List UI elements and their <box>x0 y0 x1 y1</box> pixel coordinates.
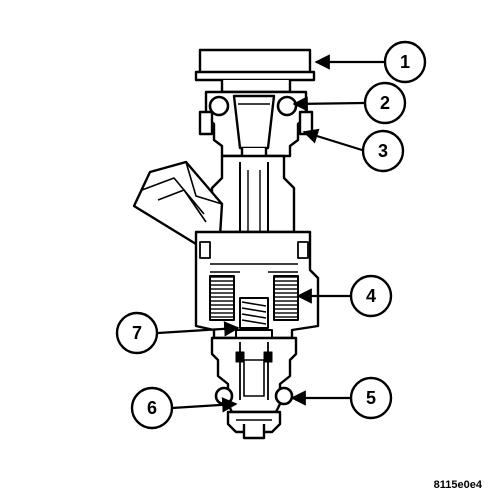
leader-7 <box>157 321 240 337</box>
injector-body <box>132 48 320 440</box>
armature-spring <box>235 297 273 343</box>
callout-2-label: 2 <box>380 93 390 113</box>
callout-6: 6 <box>130 386 174 430</box>
callout-7: 7 <box>115 311 159 355</box>
callout-1: 1 <box>383 40 427 84</box>
callout-3-label: 3 <box>378 141 388 161</box>
upper-o-ring <box>208 95 298 117</box>
callout-4: 4 <box>349 274 393 318</box>
callout-4-label: 4 <box>366 286 376 306</box>
solenoid-coil <box>209 275 299 321</box>
leader-arrows <box>157 54 384 413</box>
leader-3 <box>302 128 363 152</box>
leader-2 <box>292 96 365 112</box>
callout-1-label: 1 <box>400 52 410 72</box>
figure-reference-code: 8115e0e4 <box>434 479 483 491</box>
callout-5-label: 5 <box>366 388 376 408</box>
callout-5: 5 <box>349 376 393 420</box>
callout-7-label: 7 <box>132 323 142 343</box>
callout-3: 3 <box>361 129 405 173</box>
callout-2: 2 <box>363 81 407 125</box>
lower-nozzle-body <box>210 336 298 414</box>
callout-6-label: 6 <box>147 398 157 418</box>
leader-6 <box>171 397 238 413</box>
callouts: 1 2 3 4 5 6 7 <box>115 40 427 430</box>
pintle-nozzle-tip <box>226 410 282 440</box>
fuel-inlet-cap <box>194 48 316 94</box>
